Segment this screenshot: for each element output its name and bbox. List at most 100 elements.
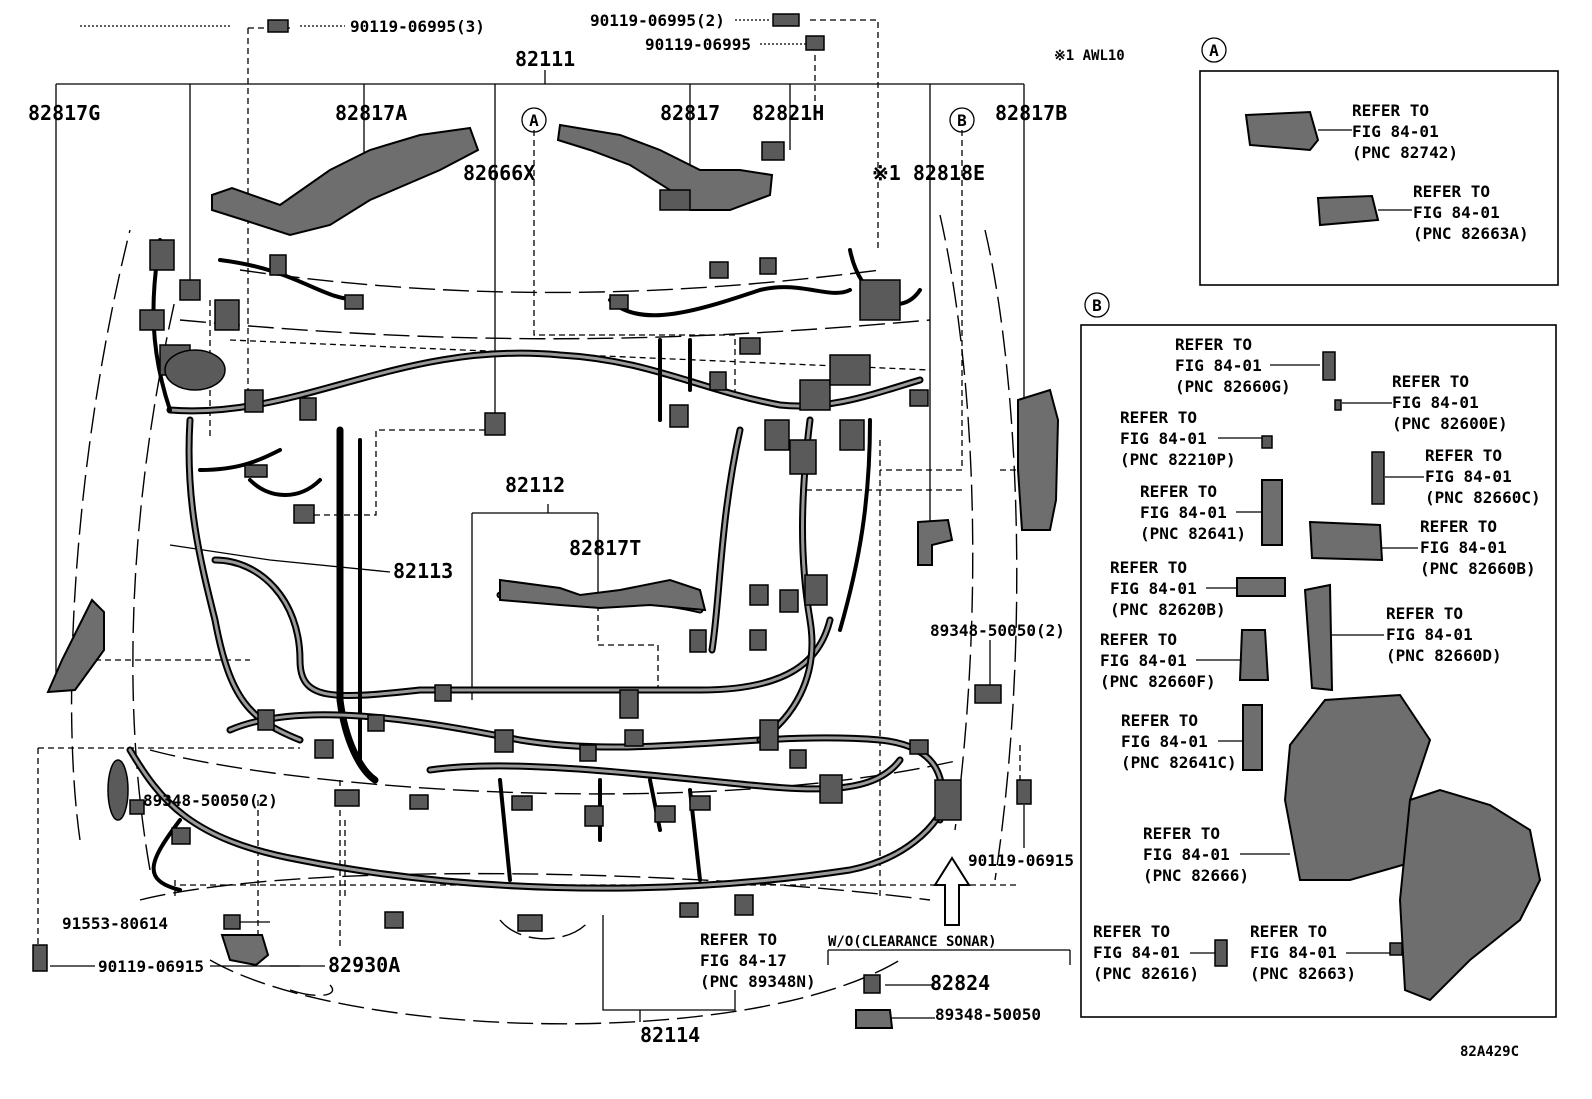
label-refer-89348N-2: FIG 84-17 (700, 951, 787, 970)
inset-a-ref-82742: REFER TO FIG 84-01 (PNC 82742) (1352, 101, 1458, 162)
marker-b-main: B (949, 107, 975, 133)
inset-b-ref-82641: REFER TO FIG 84-01 (PNC 82641) (1140, 482, 1246, 543)
marker-a-main: A (521, 107, 547, 133)
inset-b-ref-82660B: REFER TO FIG 84-01 (PNC 82660B) (1420, 517, 1536, 578)
label-89348-50050: 89348-50050 (935, 1005, 1041, 1024)
label-drawing-code: 82A429C (1460, 1044, 1519, 1060)
svg-text:FIG 84-01: FIG 84-01 (1175, 356, 1262, 375)
svg-text:REFER TO: REFER TO (1093, 922, 1170, 941)
svg-text:(PNC 82660B): (PNC 82660B) (1420, 559, 1536, 578)
label-note-awl10: ※1 AWL10 (1054, 48, 1125, 64)
svg-text:FIG 84-01: FIG 84-01 (1110, 579, 1197, 598)
label-82817: 82817 (660, 101, 720, 125)
label-90119-06915-right: 90119-06915 (968, 851, 1074, 870)
label-refer-89348N-1: REFER TO (700, 930, 777, 949)
inset-b-ref-82660D: REFER TO FIG 84-01 (PNC 82660D) (1386, 604, 1502, 665)
label-90119-06995: 90119-06995 (645, 35, 751, 54)
marker-b-inset-label: B (1092, 296, 1102, 315)
svg-text:FIG 84-01: FIG 84-01 (1413, 203, 1500, 222)
connectors (32, 13, 1403, 994)
label-refer-89348N-3: (PNC 89348N) (700, 972, 816, 991)
svg-text:REFER TO: REFER TO (1386, 604, 1463, 623)
svg-text:REFER TO: REFER TO (1413, 182, 1490, 201)
label-91553-80614: 91553-80614 (62, 914, 168, 933)
inset-b-frame (1080, 324, 1557, 1018)
svg-text:REFER TO: REFER TO (1392, 372, 1469, 391)
svg-text:FIG 84-01: FIG 84-01 (1121, 732, 1208, 751)
svg-text:(PNC 82666): (PNC 82666) (1143, 866, 1249, 885)
svg-text:REFER TO: REFER TO (1420, 517, 1497, 536)
svg-text:REFER TO: REFER TO (1175, 335, 1252, 354)
label-90119-06995-3: 90119-06995(3) (350, 17, 485, 36)
leader-lines (37, 19, 1071, 1022)
svg-text:(PNC 82210P): (PNC 82210P) (1120, 450, 1236, 469)
svg-text:(PNC 82660D): (PNC 82660D) (1386, 646, 1502, 665)
inset-leaders (1190, 129, 1424, 954)
label-82817G: 82817G (28, 101, 100, 125)
label-82817B: 82817B (995, 101, 1067, 125)
marker-b-label: B (957, 111, 967, 130)
label-82818E: ※1 82818E (872, 161, 985, 185)
svg-text:FIG 84-01: FIG 84-01 (1100, 651, 1187, 670)
label-82666X: 82666X (463, 161, 535, 185)
inset-b-ref-82616: REFER TO FIG 84-01 (PNC 82616) (1093, 922, 1199, 983)
svg-text:(PNC 82663): (PNC 82663) (1250, 964, 1356, 983)
svg-text:(PNC 82742): (PNC 82742) (1352, 143, 1458, 162)
inset-b-ref-82660C: REFER TO FIG 84-01 (PNC 82660C) (1425, 446, 1541, 507)
label-82111: 82111 (515, 47, 575, 71)
svg-text:REFER TO: REFER TO (1143, 824, 1220, 843)
svg-text:REFER TO: REFER TO (1425, 446, 1502, 465)
harness-protectors (46, 110, 1542, 1029)
svg-text:FIG 84-01: FIG 84-01 (1352, 122, 1439, 141)
label-89348-50050-2-right: 89348-50050(2) (930, 621, 1065, 640)
marker-a-label: A (529, 111, 539, 130)
svg-text:(PNC 82620B): (PNC 82620B) (1110, 600, 1226, 619)
svg-text:FIG 84-01: FIG 84-01 (1093, 943, 1180, 962)
inset-a-references: REFER TO FIG 84-01 (PNC 82742) REFER TO … (1352, 101, 1529, 243)
svg-text:FIG 84-01: FIG 84-01 (1143, 845, 1230, 864)
svg-text:FIG 84-01: FIG 84-01 (1386, 625, 1473, 644)
svg-text:(PNC 82616): (PNC 82616) (1093, 964, 1199, 983)
svg-text:REFER TO: REFER TO (1100, 630, 1177, 649)
label-89348-50050-2-left: 89348-50050(2) (143, 791, 278, 810)
label-82930A: 82930A (328, 953, 400, 977)
inset-a-ref-82663A: REFER TO FIG 84-01 (PNC 82663A) (1413, 182, 1529, 243)
inset-b-ref-82620B: REFER TO FIG 84-01 (PNC 82620B) (1110, 558, 1226, 619)
label-90119-06915-left: 90119-06915 (98, 957, 204, 976)
part-labels: 90119-06995(3) 90119-06995(2) 90119-0699… (28, 11, 1519, 1060)
svg-text:(PNC 82641): (PNC 82641) (1140, 524, 1246, 543)
svg-text:REFER TO: REFER TO (1250, 922, 1327, 941)
svg-text:(PNC 82660G): (PNC 82660G) (1175, 377, 1291, 396)
svg-text:FIG 84-01: FIG 84-01 (1425, 467, 1512, 486)
inset-b-ref-82660F: REFER TO FIG 84-01 (PNC 82660F) (1100, 630, 1216, 691)
label-82817A: 82817A (335, 101, 407, 125)
svg-text:FIG 84-01: FIG 84-01 (1392, 393, 1479, 412)
inset-b-ref-82641C: REFER TO FIG 84-01 (PNC 82641C) (1121, 711, 1237, 772)
inset-b-ref-82600E: REFER TO FIG 84-01 (PNC 82600E) (1392, 372, 1508, 433)
inset-b-ref-82663: REFER TO FIG 84-01 (PNC 82663) (1250, 922, 1356, 983)
svg-text:REFER TO: REFER TO (1352, 101, 1429, 120)
svg-text:(PNC 82660C): (PNC 82660C) (1425, 488, 1541, 507)
svg-text:REFER TO: REFER TO (1110, 558, 1187, 577)
svg-text:(PNC 82660F): (PNC 82660F) (1100, 672, 1216, 691)
label-82824: 82824 (930, 971, 990, 995)
label-wo-clearance-sonar: W/O(CLEARANCE SONAR) (828, 934, 997, 950)
svg-text:FIG 84-01: FIG 84-01 (1420, 538, 1507, 557)
direction-arrow (933, 856, 971, 926)
svg-text:FIG 84-01: FIG 84-01 (1250, 943, 1337, 962)
svg-text:(PNC 82663A): (PNC 82663A) (1413, 224, 1529, 243)
label-82817T: 82817T (569, 536, 641, 560)
svg-text:(PNC 82600E): (PNC 82600E) (1392, 414, 1508, 433)
label-82112: 82112 (505, 473, 565, 497)
marker-b-inset: B (1084, 292, 1110, 318)
label-82113: 82113 (393, 559, 453, 583)
marker-a-inset: A (1201, 37, 1227, 63)
label-82114: 82114 (640, 1023, 700, 1047)
svg-text:(PNC 82641C): (PNC 82641C) (1121, 753, 1237, 772)
inset-a-frame (1199, 70, 1559, 286)
vehicle-body-outline (70, 214, 1018, 1025)
label-82821H: 82821H (752, 101, 824, 125)
svg-text:REFER TO: REFER TO (1120, 408, 1197, 427)
inset-b-ref-82210P: REFER TO FIG 84-01 (PNC 82210P) (1120, 408, 1236, 469)
